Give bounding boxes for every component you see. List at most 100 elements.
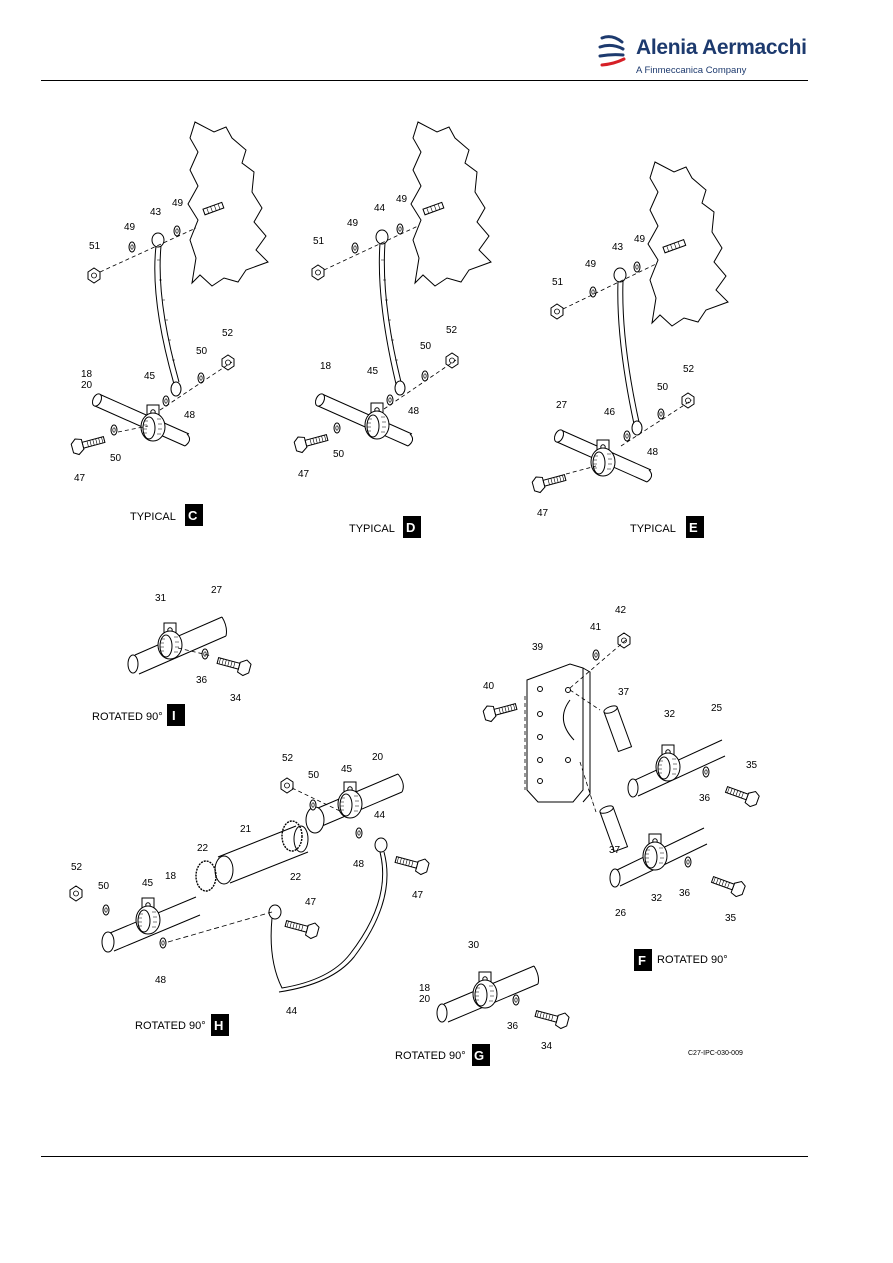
callout-i-34: 34: [230, 693, 242, 704]
callout-i-27: 27: [211, 585, 223, 596]
callout-d-48: 48: [408, 406, 420, 417]
callout-d-18: 18: [320, 361, 332, 372]
callout-c-49a: 49: [124, 222, 136, 233]
logo-mark-icon: [598, 35, 626, 67]
footer-rule: [41, 1156, 808, 1157]
callout-f-42: 42: [615, 605, 627, 616]
caption-view-e: TYPICAL: [630, 523, 676, 535]
view-i-letter: I: [172, 708, 176, 723]
callout-c-45: 45: [144, 371, 156, 382]
callout-e-49a: 49: [585, 259, 597, 270]
callout-d-50b: 50: [333, 449, 345, 460]
view-h-letter-box: [211, 1014, 229, 1036]
view-d-letter: D: [406, 520, 415, 535]
figure-reference: C27-IPC-030-009: [688, 1050, 743, 1057]
brand-name: Alenia Aermacchi: [636, 36, 807, 59]
callout-g-20: 20: [419, 994, 431, 1005]
view-g-letter: G: [474, 1048, 484, 1063]
view-f-letter-box: [634, 949, 652, 971]
callout-d-45: 45: [367, 366, 379, 377]
callout-f-36b: 36: [679, 888, 691, 899]
callout-f-37a: 37: [618, 687, 630, 698]
callout-h-44b: 44: [286, 1006, 298, 1017]
callout-i-36: 36: [196, 675, 208, 686]
brand-logo: Alenia Aermacchi A Finmeccanica Company: [596, 26, 807, 80]
callout-h-50b: 50: [98, 881, 110, 892]
callout-e-48: 48: [647, 447, 659, 458]
view-h-letter: H: [214, 1018, 223, 1033]
callout-h-22b: 22: [197, 843, 209, 854]
view-g-letter-box: [472, 1044, 490, 1066]
callout-e-49b: 49: [634, 234, 646, 245]
caption-view-d: TYPICAL: [349, 523, 395, 535]
callout-f-41: 41: [590, 622, 602, 633]
view-f-letter: F: [638, 953, 646, 968]
view-c-letter: C: [188, 508, 198, 523]
callout-h-45b: 45: [142, 878, 154, 889]
callout-c-50b: 50: [110, 453, 122, 464]
callout-e-27: 27: [556, 400, 568, 411]
callout-c-47: 47: [74, 473, 86, 484]
view-d-letter-box: [403, 516, 421, 538]
header-rule: [41, 80, 808, 81]
callout-h-52a: 52: [282, 753, 294, 764]
callout-c-20: 20: [81, 380, 93, 391]
callout-g-18: 18: [419, 983, 431, 994]
callout-d-49a: 49: [347, 218, 359, 229]
view-e: 51 49 43 49 52 50 27 46 48 47 TYPICAL E: [530, 161, 729, 538]
callout-e-43: 43: [612, 242, 624, 253]
callout-h-21: 21: [240, 824, 252, 835]
callout-h-48b: 48: [155, 975, 167, 986]
callout-e-47: 47: [537, 508, 549, 519]
callout-g-30: 30: [468, 940, 480, 951]
callout-h-44a: 44: [374, 810, 386, 821]
callout-h-22a: 22: [290, 872, 302, 883]
view-e-letter: E: [689, 520, 698, 535]
callout-e-46: 46: [604, 407, 616, 418]
callout-d-44: 44: [374, 203, 386, 214]
callout-h-50a: 50: [308, 770, 320, 781]
caption-view-i: ROTATED 90°: [92, 711, 163, 723]
caption-view-c: TYPICAL: [130, 511, 176, 523]
callout-f-40: 40: [483, 681, 495, 692]
callout-c-49b: 49: [172, 198, 184, 209]
caption-view-g: ROTATED 90°: [395, 1050, 466, 1062]
callout-g-36: 36: [507, 1021, 519, 1032]
callout-d-50a: 50: [420, 341, 432, 352]
callout-f-35a: 35: [746, 760, 758, 771]
callout-h-47a: 47: [412, 890, 424, 901]
view-i: 31 27 36 34 ROTATED 90° I: [92, 585, 253, 726]
callout-f-37b: 37: [609, 845, 621, 856]
callout-f-32b: 32: [651, 893, 663, 904]
view-c-letter-box: [185, 504, 203, 526]
callout-h-18: 18: [165, 871, 177, 882]
callout-d-47: 47: [298, 469, 310, 480]
brand-subtitle: A Finmeccanica Company: [636, 65, 747, 76]
callout-d-49b: 49: [396, 194, 408, 205]
callout-f-36a: 36: [699, 793, 711, 804]
callout-h-48a: 48: [353, 859, 365, 870]
callout-i-31: 31: [155, 593, 167, 604]
view-h: 52 50 45 20 21 44 22 48 47 52 50 45 18 2…: [69, 752, 431, 1036]
callout-h-52b: 52: [71, 862, 83, 873]
callout-e-52: 52: [683, 364, 695, 375]
callout-f-39: 39: [532, 642, 544, 653]
callout-c-48: 48: [184, 410, 196, 421]
caption-view-h: ROTATED 90°: [135, 1020, 206, 1032]
callout-f-25: 25: [711, 703, 723, 714]
callout-c-51: 51: [89, 241, 101, 252]
callout-c-18: 18: [81, 369, 93, 380]
view-g: 30 18 20 36 34 ROTATED 90° G: [395, 940, 571, 1066]
view-f: 42 41 39 40 37 32 25 35 36 37 36 32 26 3…: [481, 605, 761, 971]
view-i-letter-box: [167, 704, 185, 726]
callout-h-45a: 45: [341, 764, 353, 775]
callout-e-51: 51: [552, 277, 564, 288]
callout-c-50a: 50: [196, 346, 208, 357]
view-c: 51 49 43 49 52 50 18 20 45 48 47 50 TYPI…: [69, 121, 269, 526]
caption-view-f: ROTATED 90°: [657, 954, 728, 966]
callout-c-52: 52: [222, 328, 234, 339]
callout-e-50: 50: [657, 382, 669, 393]
callout-f-32a: 32: [664, 709, 676, 720]
callout-f-35b: 35: [725, 913, 737, 924]
